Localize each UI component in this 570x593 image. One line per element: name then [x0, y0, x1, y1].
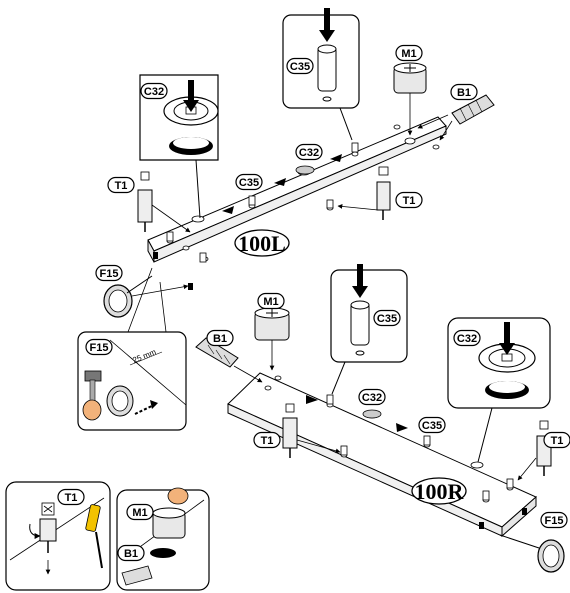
part-m1-right	[254, 307, 290, 371]
callout-f15-hammer: 25 mm	[77, 267, 187, 431]
panel-left-label: 100L	[238, 231, 286, 256]
tag-t1-inset: T1	[57, 488, 85, 506]
tag-m1-inset: M1	[126, 503, 154, 521]
svg-text:C35: C35	[290, 61, 310, 73]
callout-c35-right	[330, 264, 408, 395]
svg-text:T1: T1	[261, 435, 274, 447]
svg-text:F15: F15	[90, 342, 109, 354]
svg-text:C32: C32	[457, 333, 477, 345]
svg-text:M1: M1	[263, 296, 278, 308]
svg-text:T1: T1	[403, 195, 416, 207]
tag-f15-inset: F15	[85, 338, 113, 356]
callout-c35-top	[282, 8, 360, 141]
tag-c35-right: C35	[373, 309, 401, 327]
part-f15-left	[103, 275, 189, 318]
inset-t1-screwdriver	[5, 481, 111, 591]
part-t1-right-of-left-panel	[337, 166, 391, 220]
svg-text:B1: B1	[213, 333, 227, 345]
svg-text:B1: B1	[124, 548, 138, 560]
inset-m1-b1	[116, 487, 210, 591]
panel-right-label: 100R	[415, 479, 465, 504]
svg-text:F15: F15	[100, 268, 119, 280]
tag-t1-right-panel-left: T1	[253, 431, 281, 449]
tag-f15-right: F15	[540, 511, 568, 529]
tag-b1-top: B1	[450, 83, 478, 101]
tag-m1-top: M1	[395, 44, 423, 62]
tag-c35-right-mid: C35	[418, 416, 446, 434]
part-b1-right	[195, 337, 263, 383]
part-t1-right-panel-left	[282, 403, 341, 458]
svg-text:B1: B1	[457, 87, 471, 99]
tag-c35-mid: C35	[235, 173, 263, 191]
svg-text:C32: C32	[144, 86, 164, 98]
svg-text:T1: T1	[551, 435, 564, 447]
tag-b1-inset: B1	[117, 544, 145, 562]
svg-text:C35: C35	[422, 420, 442, 432]
tag-c32-left: C32	[140, 82, 168, 100]
svg-text:F15: F15	[545, 515, 564, 527]
tag-c32-right: C32	[453, 329, 481, 347]
part-b1-top	[417, 94, 495, 141]
svg-text:C35: C35	[377, 313, 397, 325]
tag-t1-left: T1	[107, 176, 135, 194]
part-c32-right-mid	[362, 409, 382, 419]
tag-t1-right-panel-right: T1	[543, 431, 570, 449]
tag-b1-right: B1	[206, 329, 234, 347]
svg-text:C35: C35	[239, 177, 259, 189]
svg-text:M1: M1	[401, 48, 416, 60]
part-m1-top	[393, 62, 427, 136]
tag-m1-right: M1	[257, 292, 285, 310]
part-t1-left	[137, 171, 191, 233]
tag-c32-right-mid: C32	[358, 388, 386, 406]
tag-f15-left: F15	[95, 264, 123, 282]
svg-text:M1: M1	[132, 507, 147, 519]
svg-text:T1: T1	[115, 180, 128, 192]
part-c32-mid	[295, 165, 315, 175]
part-f15-right	[499, 534, 565, 573]
svg-text:C32: C32	[362, 392, 382, 404]
part-t1-right-panel-right	[517, 420, 552, 481]
tag-c35-top: C35	[286, 57, 314, 75]
tag-t1-left-panel-right: T1	[395, 191, 423, 209]
svg-text:T1: T1	[65, 492, 78, 504]
tag-c32-mid: C32	[295, 143, 323, 161]
svg-text:C32: C32	[299, 147, 319, 159]
